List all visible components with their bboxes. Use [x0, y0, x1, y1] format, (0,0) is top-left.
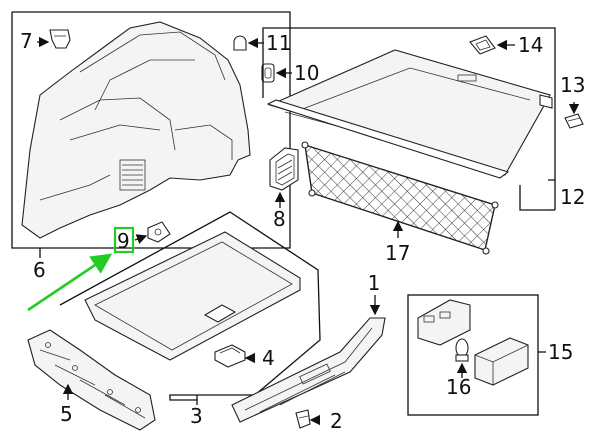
group-3-box — [59, 211, 321, 405]
callout-13: 13 — [560, 73, 585, 97]
callout-9: 9 — [117, 229, 130, 253]
part-2-clip — [295, 409, 311, 429]
group-6-box — [11, 11, 291, 258]
quarter-trim-panel — [21, 21, 251, 239]
part-15-lamp-housing — [417, 299, 529, 386]
callout-14: 14 — [518, 33, 543, 57]
part-14-bracket — [469, 35, 496, 55]
callout-6: 6 — [33, 258, 46, 282]
cargo-net — [301, 141, 499, 255]
highlight-9 — [27, 226, 135, 312]
part-9-clip — [147, 221, 171, 243]
callout-10: 10 — [294, 61, 319, 85]
callout-17: 17 — [385, 241, 410, 265]
callout-8: 8 — [273, 207, 286, 231]
part-1-sill-plate — [231, 317, 386, 423]
callout-3: 3 — [190, 404, 203, 428]
part-5-bracket — [27, 329, 156, 431]
leader-lines — [37, 36, 580, 426]
callout-12: 12 — [560, 185, 585, 209]
callout-5: 5 — [60, 402, 73, 426]
callout-15: 15 — [548, 340, 573, 364]
callout-labels: 1 2 3 4 5 6 7 8 9 10 11 12 13 14 15 16 1… — [20, 29, 585, 433]
callout-16: 16 — [446, 375, 471, 399]
part-11-clip — [233, 35, 247, 51]
part-7-clip — [49, 29, 71, 49]
callout-2: 2 — [330, 409, 343, 433]
part-13-pin — [564, 113, 584, 129]
load-floor-panel — [84, 231, 301, 361]
part-4-cover — [214, 344, 246, 368]
callout-1: 1 — [368, 271, 381, 295]
group-12-box — [262, 27, 556, 211]
callout-11: 11 — [266, 31, 291, 55]
callout-7: 7 — [20, 29, 33, 53]
group-15-box — [407, 294, 546, 416]
part-16-bulb — [455, 338, 469, 362]
callout-4: 4 — [262, 346, 275, 370]
cargo-cover — [266, 49, 553, 179]
part-10-grommet — [261, 63, 275, 83]
part-8-tiedown — [269, 147, 299, 191]
